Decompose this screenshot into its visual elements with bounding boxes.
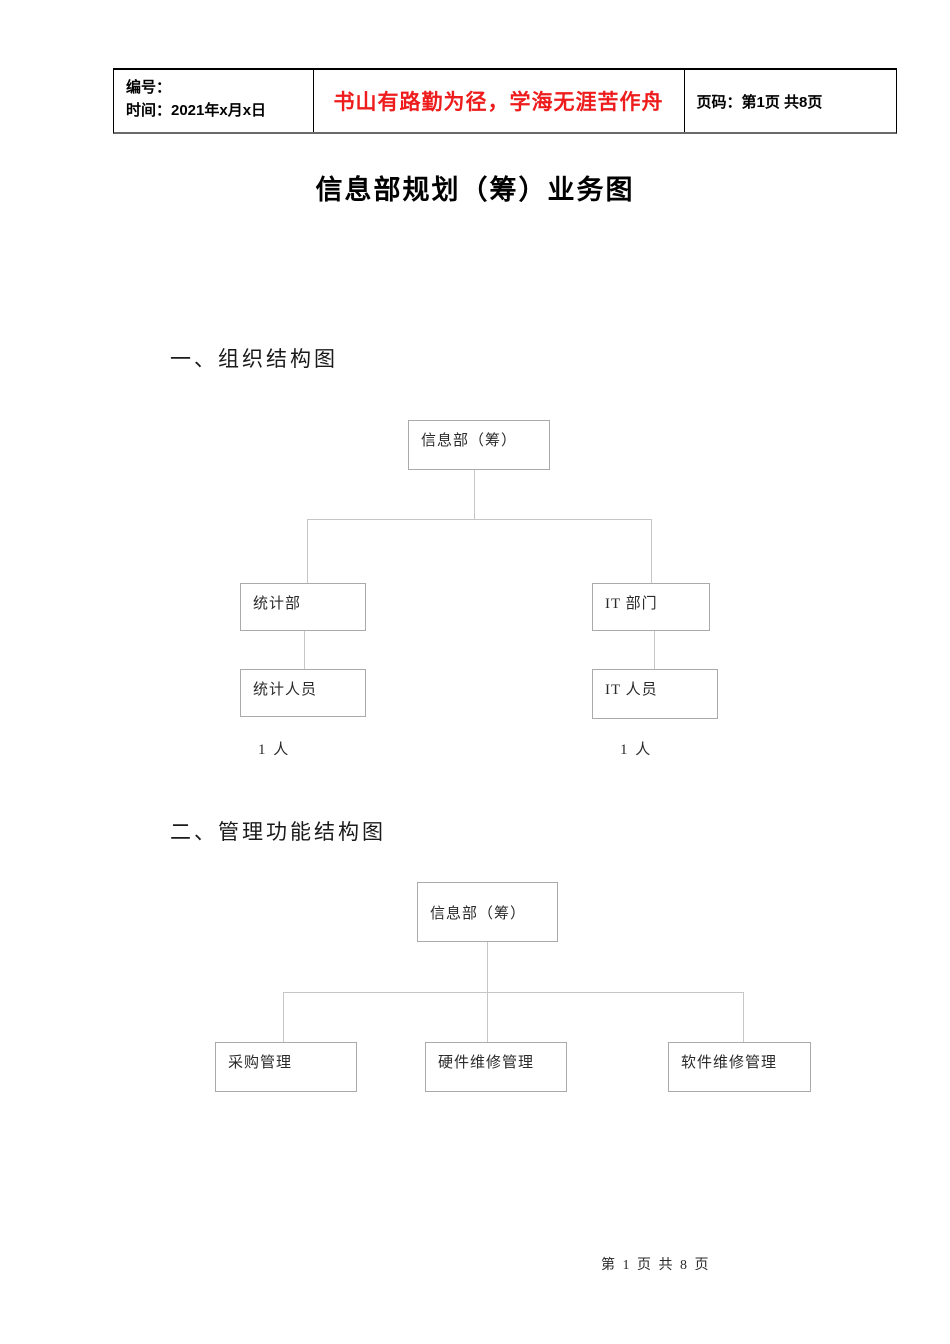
function-chart-root-node: 信息部（筹） (417, 882, 558, 942)
section-heading-function-chart: 二、管理功能结构图 (170, 820, 386, 844)
org-chart-node-stats-staff: 统计人员 (240, 669, 366, 717)
function-chart-node-procurement: 采购管理 (215, 1042, 357, 1092)
org-chart-root-node: 信息部（筹） (408, 420, 550, 470)
function-chart-connector-left-drop (283, 992, 284, 1042)
header-slogan-cell: 书山有路勤为径，学海无涯苦作舟 (314, 70, 685, 132)
page-number-label: 页码：第1页 共8页 (696, 93, 823, 111)
header-page-cell: 页码：第1页 共8页 (685, 70, 896, 132)
document-title: 信息部规划（筹）业务图 (315, 175, 635, 205)
org-chart-connector-root-drop (474, 470, 475, 519)
slogan-text: 书山有路勤为径，学海无涯苦作舟 (333, 91, 664, 114)
org-chart-node-it-staff: IT 人员 (592, 669, 718, 719)
org-chart-connector-stats-drop (304, 631, 305, 669)
function-chart-node-hardware-maintenance: 硬件维修管理 (425, 1042, 567, 1092)
doc-number-label: 编号： (126, 79, 172, 96)
function-chart-node-software-maintenance: 软件维修管理 (668, 1042, 811, 1092)
org-chart-node-it-dept: IT 部门 (592, 583, 710, 631)
org-chart-node-stats-dept: 统计部 (240, 583, 366, 631)
org-chart-connector-right-drop (651, 519, 652, 583)
function-chart-connector-right-drop (743, 992, 744, 1042)
org-chart-connector-it-drop (654, 631, 655, 669)
header-table: 编号： 时间：2021年x月x日 书山有路勤为径，学海无涯苦作舟 页码：第1页 … (113, 68, 897, 134)
it-headcount-label: 1 人 (620, 742, 653, 758)
doc-time-label: 时间：2021年x月x日 (126, 102, 267, 119)
header-meta-cell: 编号： 时间：2021年x月x日 (114, 70, 314, 132)
stats-headcount-label: 1 人 (258, 742, 291, 758)
function-chart-connector-horizontal (283, 992, 744, 993)
org-chart-connector-left-drop (307, 519, 308, 583)
footer-page-number: 第 1 页 共 8 页 (601, 1258, 711, 1273)
section-heading-org-chart: 一、组织结构图 (170, 347, 338, 371)
org-chart-connector-horizontal (307, 519, 652, 520)
